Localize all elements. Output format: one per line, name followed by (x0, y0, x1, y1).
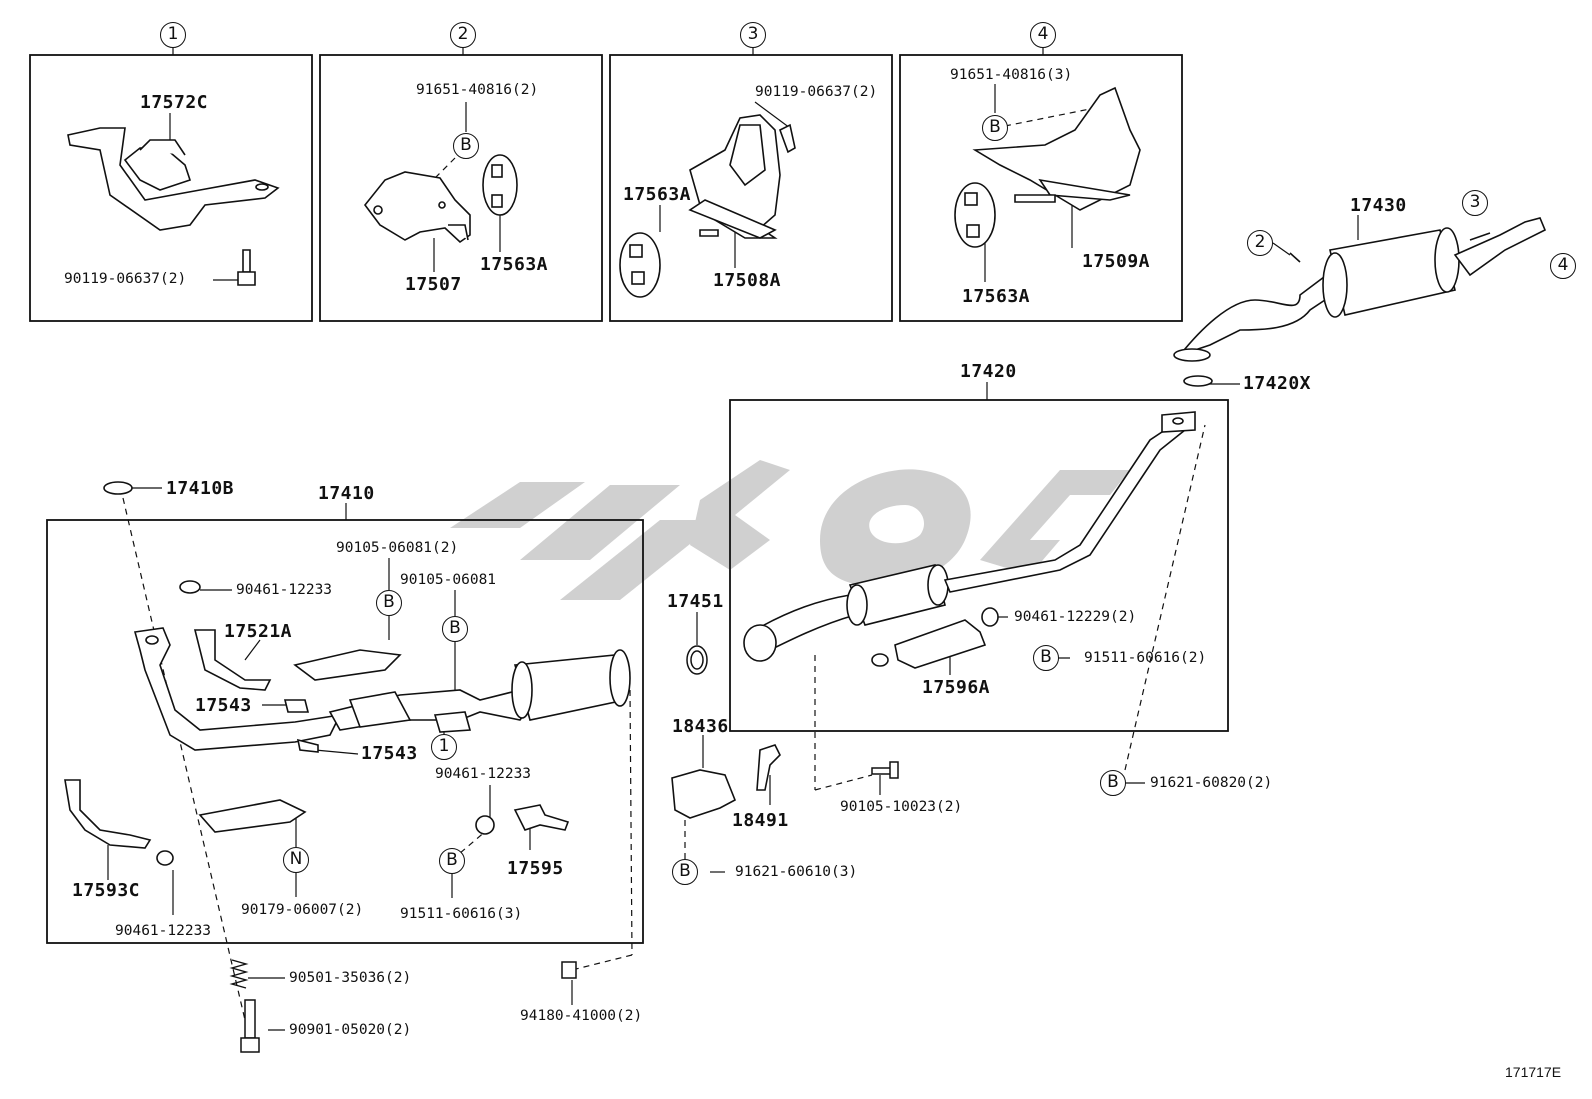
callout-b: B (439, 848, 465, 874)
figure-code: 171717E (1505, 1064, 1562, 1080)
part-label-17410B: 17410B (166, 478, 235, 499)
part-label-90119-06637: 90119-06637(2) (64, 271, 187, 287)
part-label-18436: 18436 (672, 716, 729, 737)
part-label-91651-40816: 91651-40816(2) (416, 82, 539, 98)
part-label-17420X: 17420X (1243, 373, 1312, 394)
part-90461-12229-clamp (981, 607, 999, 627)
part-label-90105-06081: 90105-06081 (400, 572, 497, 588)
part-17507-bracket (363, 171, 471, 244)
assembly-box-17420 (729, 399, 1229, 732)
part-label-17451: 17451 (667, 591, 724, 612)
part-label-17563A: 17563A (623, 184, 692, 205)
part-label-17572C: 17572C (140, 92, 209, 113)
callout-1: 1 (431, 734, 457, 760)
inset-box-2 (319, 54, 603, 322)
part-label-90179-06007: 90179-06007(2) (241, 902, 364, 918)
inset-box-4 (899, 54, 1183, 322)
callout-b: B (1033, 645, 1059, 671)
callout-3: 3 (1462, 190, 1488, 216)
part-label-17595: 17595 (507, 858, 564, 879)
inset-box-1 (29, 54, 313, 322)
part-label-90461-12233: 90461-12233 (236, 582, 333, 598)
part-label-90105-06081: 90105-06081(2) (336, 540, 459, 556)
part-label-17521A: 17521A (224, 621, 293, 642)
part-17593C-heat-shield (64, 779, 174, 866)
part-17563A-insulator-a (482, 154, 518, 216)
part-90501-spring (229, 959, 249, 989)
part-label-90461-12233: 90461-12233 (435, 766, 532, 782)
part-17595-bracket (475, 804, 570, 835)
inset-box-3 (609, 54, 893, 322)
part-17596A-heat-shield (871, 619, 987, 669)
part-90179-lower-shield (198, 799, 307, 833)
callout-n: N (283, 847, 309, 873)
inset-number-3: 3 (740, 22, 766, 48)
callout-b: B (1100, 770, 1126, 796)
part-label-94180-41000: 94180-41000(2) (520, 1008, 643, 1024)
part-17410-front-pipe (133, 627, 631, 751)
part-label-17509A: 17509A (1082, 251, 1151, 272)
callout-b: B (442, 616, 468, 642)
part-label-90105-10023: 90105-10023(2) (840, 799, 963, 815)
callout-b: B (672, 859, 698, 885)
part-label-90461-12233: 90461-12233 (115, 923, 212, 939)
callout-2: 2 (1247, 230, 1273, 256)
part-label-91511-60616: 91511-60616(3) (400, 906, 523, 922)
part-label-90119-06637: 90119-06637(2) (755, 84, 878, 100)
part-label-17596A: 17596A (922, 677, 991, 698)
part-17410B-gasket (103, 481, 133, 495)
part-label-17543: 17543 (361, 743, 418, 764)
part-label-17593C: 17593C (72, 880, 141, 901)
assembly-box-17410 (46, 519, 644, 944)
inset-number-1: 1 (160, 22, 186, 48)
part-94180-nut (561, 961, 577, 979)
part-label-17508A: 17508A (713, 270, 782, 291)
part-90105-10023-bolt (871, 761, 899, 779)
watermark-logo (450, 460, 1130, 600)
part-label-17507: 17507 (405, 274, 462, 295)
part-label-90461-12229: 90461-12229(2) (1014, 609, 1137, 625)
inset-number-4: 4 (1030, 22, 1056, 48)
part-label-17563A: 17563A (480, 254, 549, 275)
part-17563A-insulator-c (954, 182, 996, 248)
part-label-90501-35036: 90501-35036(2) (289, 970, 412, 986)
part-90901-bolt (240, 999, 260, 1053)
part-17563A-insulator-b (619, 232, 661, 298)
part-17543-bracket (283, 699, 319, 753)
part-label-17430: 17430 (1350, 195, 1407, 216)
part-label-90901-05020: 90901-05020(2) (289, 1022, 412, 1038)
part-17509A-bracket (972, 86, 1141, 211)
part-label-17410: 17410 (318, 483, 375, 504)
part-90461-12233-clamp (179, 580, 201, 594)
part-17508A-bracket (688, 114, 796, 239)
inset-number-2: 2 (450, 22, 476, 48)
part-label-17420: 17420 (960, 361, 1017, 382)
callout-b: B (453, 133, 479, 159)
part-17451-gasket (686, 645, 708, 675)
part-label-91621-60610: 91621-60610(3) (735, 864, 858, 880)
callout-b: B (982, 115, 1008, 141)
part-label-91651-40816: 91651-40816(3) (950, 67, 1073, 83)
part-label-17543: 17543 (195, 695, 252, 716)
part-18436-heat-shield (671, 769, 737, 819)
part-17521A-heat-shield (193, 629, 402, 691)
part-label-91511-60616: 91511-60616(2) (1084, 650, 1207, 666)
part-17572C-bracket (67, 127, 280, 286)
callout-4: 4 (1550, 253, 1576, 279)
part-label-18491: 18491 (732, 810, 789, 831)
part-17420-center-pipe (743, 411, 1196, 662)
part-label-17563A: 17563A (962, 286, 1031, 307)
part-18491-bracket (756, 744, 781, 791)
part-17430-muffler (1173, 217, 1547, 387)
part-label-91621-60820: 91621-60820(2) (1150, 775, 1273, 791)
callout-b: B (376, 590, 402, 616)
